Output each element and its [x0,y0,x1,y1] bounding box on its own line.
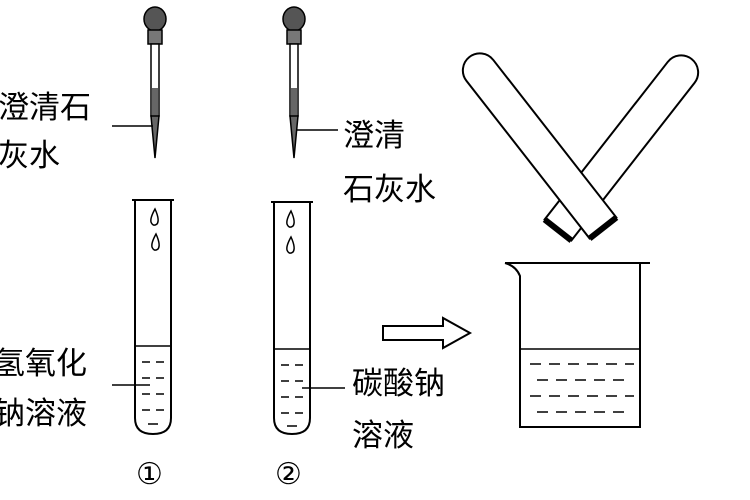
dropper-2-collar [286,29,302,45]
test-tube-1 [132,199,174,436]
dropper-1-label-line-2: 灰水 [0,138,60,174]
beaker-outline [504,262,650,428]
test-tube-2-drop-2 [286,235,295,254]
dropper-1-label-line-1: 澄清石 [0,90,91,126]
test-tube-2 [271,201,313,436]
beaker [504,262,650,428]
pouring-tube-right [461,52,619,241]
dropper-1-liquid [152,88,158,116]
tube-1-label-line-2: 钠溶液 [0,396,87,432]
process-arrow [382,316,473,350]
dropper-1-collar [147,29,163,45]
tube-1-label-line-1: 氢氧化 [0,346,87,382]
tube-1-number: ① [136,457,163,492]
test-tube-2-outline [273,202,311,436]
dropper-2-bulb [282,6,306,32]
tube-2-label-line-2: 溶液 [352,418,414,454]
dropper-2 [282,6,306,159]
test-tube-2-liquid-dashes [281,364,303,427]
dropper-1 [143,6,167,159]
dropper-2-tip [289,115,299,159]
tube-2-number: ② [275,457,302,492]
dropper-2-liquid [291,88,297,116]
test-tube-2-drop-1 [286,209,295,228]
test-tube-1-drop-2 [151,232,160,251]
beaker-liquid-dashes [530,363,634,413]
test-tube-1-outline [134,200,172,436]
dropper-2-label-line-1: 澄清 [343,118,405,154]
dropper-1-tip [150,115,160,159]
test-tube-1-liquid-dashes [142,361,164,425]
tube-2-label-line-1: 碳酸钠 [352,366,445,402]
test-tube-1-drop-1 [150,207,159,226]
dropper-2-label-line-2: 石灰水 [343,172,436,208]
dropper-1-bulb [143,6,167,32]
